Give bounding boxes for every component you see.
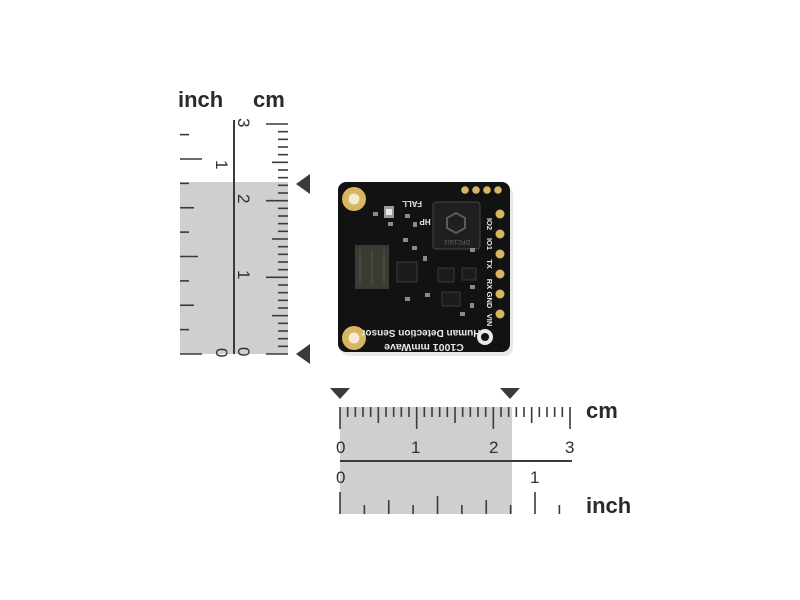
horizontal-inch-label: inch [586, 493, 631, 518]
mounting-hole-top [342, 187, 366, 211]
side-pins [495, 209, 505, 319]
chip-marking: DFC1001 [444, 238, 470, 244]
vertical-inch-ticks [180, 133, 202, 355]
horizontal-cm-ticks [339, 407, 571, 429]
horizontal-cm-number: 1 [411, 438, 420, 457]
antenna-patch [355, 245, 389, 289]
pin-pad [495, 289, 505, 299]
pin-label: RX [485, 279, 494, 289]
horizontal-cm-number: 3 [565, 438, 574, 457]
horizontal-cm-number: 2 [489, 438, 498, 457]
pin-label: VIN [485, 314, 494, 327]
vertical-ruler: inch cm 1 0 3 2 1 0 [178, 87, 310, 364]
chip-logo-icon [446, 211, 466, 235]
vertical-cm-number: 0 [234, 347, 253, 356]
small-ic [441, 291, 461, 307]
horizontal-inch-number: 0 [336, 468, 345, 487]
pin-label: IO2 [485, 218, 494, 230]
vertical-inch-number: 0 [212, 348, 231, 357]
vertical-cm-ticks [266, 123, 288, 355]
small-ic [461, 267, 477, 281]
vertical-cm-number: 2 [234, 194, 253, 203]
horizontal-cm-label: cm [586, 398, 618, 423]
vertical-inch-label: inch [178, 87, 223, 112]
pin-label: GND [485, 292, 494, 309]
pin-pad [495, 249, 505, 259]
hp-label: HP [419, 217, 431, 226]
top-pads [461, 186, 502, 194]
board-title-line1: C1001 mmWave [384, 341, 464, 353]
horizontal-ruler: 0 1 2 3 0 1 cm inch [330, 388, 631, 518]
horizontal-right-marker [500, 388, 520, 399]
horizontal-inch-number: 1 [530, 468, 539, 487]
small-ic [396, 261, 418, 283]
vertical-top-marker [296, 174, 310, 194]
pin-label: TX [485, 259, 494, 269]
vertical-cm-number: 1 [234, 270, 253, 279]
pin-pad [495, 309, 505, 319]
passive-components [373, 212, 475, 316]
fall-label: FALL [402, 199, 422, 208]
small-ic [437, 267, 455, 283]
mounting-hole-bottom [342, 326, 366, 350]
horizontal-cm-number: 0 [336, 438, 345, 457]
radar-chip: DFC1001 [432, 201, 481, 250]
vertical-cm-number: 3 [234, 118, 253, 127]
board-title-line2: Human Detection Sensor [361, 327, 480, 338]
pin-label: IO1 [485, 238, 494, 250]
horizontal-inch-ticks [339, 492, 561, 514]
vertical-bottom-marker [296, 344, 310, 364]
vertical-cm-label: cm [253, 87, 285, 112]
brand-logo-icon [477, 329, 493, 345]
horizontal-left-marker [330, 388, 350, 399]
status-led [384, 206, 394, 218]
pin-pad [495, 209, 505, 219]
sensor-board: IO2 IO1 TX RX GND VIN FALL HP DFC1001 [338, 182, 513, 356]
vertical-inch-number: 1 [212, 160, 231, 169]
pin-pad [495, 229, 505, 239]
pin-pad [495, 269, 505, 279]
